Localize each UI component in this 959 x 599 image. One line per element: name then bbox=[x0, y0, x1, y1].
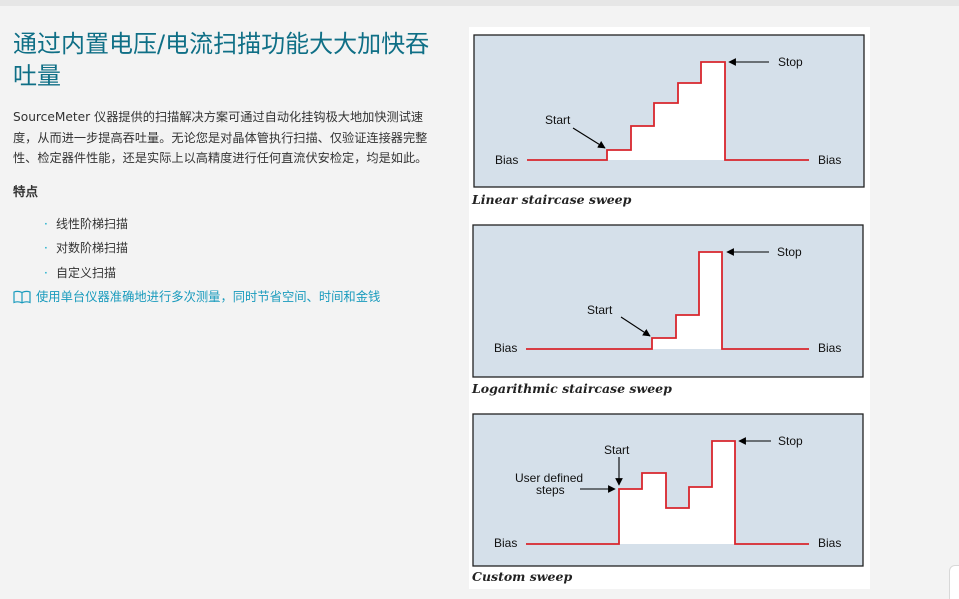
bias-left-label: Bias bbox=[495, 153, 518, 167]
diagram-frame bbox=[472, 224, 864, 378]
logarithmic-caption: Logarithmic staircase sweep bbox=[472, 381, 672, 396]
logarithmic-staircase-diagram: Start Stop Bias Bias bbox=[472, 224, 864, 378]
document-link[interactable]: 使用单台仪器准确地进行多次测量，同时节省空间、时间和金钱 bbox=[13, 288, 445, 306]
sweep-line bbox=[526, 251, 809, 350]
start-label: Start bbox=[587, 303, 613, 317]
bias-right-label: Bias bbox=[818, 153, 841, 167]
user-defined-label: User defined bbox=[515, 471, 583, 485]
bullet-icon: · bbox=[44, 241, 48, 255]
bias-right-label: Bias bbox=[818, 536, 841, 550]
features-heading: 特点 bbox=[13, 183, 39, 199]
book-icon bbox=[13, 290, 31, 304]
custom-caption: Custom sweep bbox=[472, 569, 573, 584]
feature-item: ·自定义扫描 bbox=[44, 261, 445, 286]
top-bar bbox=[0, 0, 959, 6]
bias-left-label: Bias bbox=[494, 341, 517, 355]
document-link-label: 使用单台仪器准确地进行多次测量，同时节省空间、时间和金钱 bbox=[36, 290, 381, 304]
sweep-diagrams: Start Stop Bias Bias Start Stop Bias Bia… bbox=[469, 27, 870, 589]
stop-label: Stop bbox=[778, 434, 803, 448]
sweep-area bbox=[607, 62, 725, 160]
sweep-line bbox=[526, 440, 809, 545]
feature-item: ·线性阶梯扫描 bbox=[44, 212, 445, 237]
intro-paragraph: SourceMeter 仪器提供的扫描解决方案可通过自动化挂钩极大地加快测试速度… bbox=[13, 110, 428, 165]
bias-left-label: Bias bbox=[494, 536, 517, 550]
bias-right-label: Bias bbox=[818, 341, 841, 355]
scroll-handle[interactable] bbox=[949, 565, 959, 599]
sweep-diagrams-svg: Start Stop Bias Bias Start Stop Bias Bia… bbox=[472, 34, 865, 567]
linear-staircase-diagram: Start Stop Bias Bias bbox=[473, 34, 865, 188]
content-column: 通过内置电压/电流扫描功能大大加快吞吐量 SourceMeter 仪器提供的扫描… bbox=[13, 28, 445, 306]
linear-caption: Linear staircase sweep bbox=[472, 192, 632, 207]
feature-item: ·对数阶梯扫描 bbox=[44, 236, 445, 261]
custom-sweep-diagram: Start Stop User defined steps Bias Bias bbox=[472, 413, 864, 567]
bullet-icon: · bbox=[44, 265, 48, 280]
sweep-line bbox=[527, 61, 809, 161]
features-list: ·线性阶梯扫描 ·对数阶梯扫描 ·自定义扫描 bbox=[44, 212, 445, 286]
start-arrow bbox=[620, 316, 651, 337]
bullet-icon: · bbox=[44, 216, 48, 231]
start-label: Start bbox=[545, 113, 571, 127]
start-arrow bbox=[572, 127, 606, 149]
stop-label: Stop bbox=[778, 55, 803, 69]
sweep-area bbox=[619, 441, 735, 544]
steps-label: steps bbox=[536, 483, 565, 497]
sweep-area bbox=[652, 252, 722, 349]
start-label: Start bbox=[604, 443, 630, 457]
stop-label: Stop bbox=[777, 245, 802, 259]
page-title: 通过内置电压/电流扫描功能大大加快吞吐量 bbox=[13, 30, 430, 90]
